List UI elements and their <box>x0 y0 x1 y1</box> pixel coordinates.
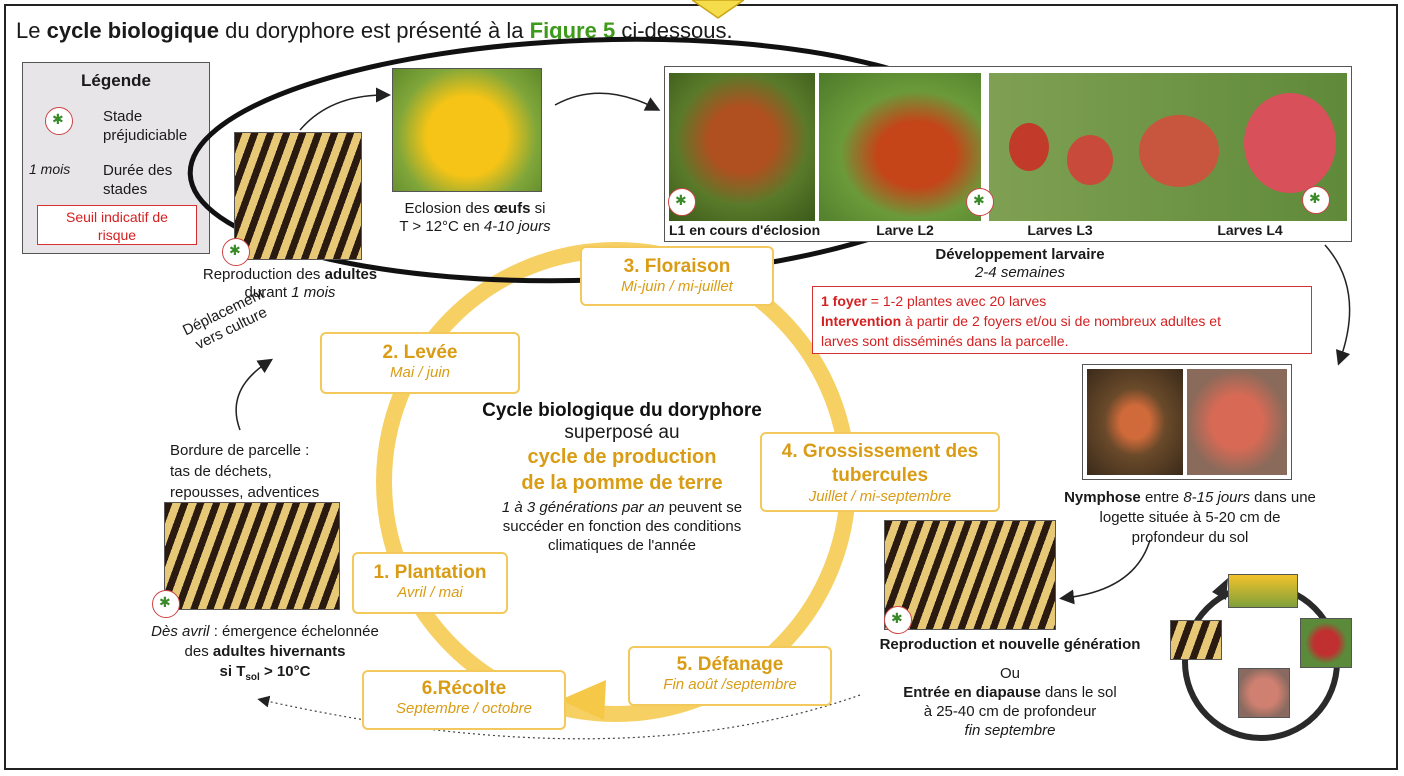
mini-photo-larvae <box>1300 618 1352 668</box>
caption-nymphose: Nymphose entre 8-15 jours dans une loget… <box>1064 489 1316 546</box>
caption-diapause: Ou Entrée en diapause dans le sol à 25-4… <box>903 665 1117 739</box>
cycle-center-text: Cycle biologique du doryphore superposé … <box>482 400 762 554</box>
pointer-arrow-icon <box>692 0 744 19</box>
caption-bordure: Bordure de parcelle :tas de déchets,repo… <box>170 442 320 501</box>
caption-l1: L1 en cours d'éclosion <box>669 222 821 238</box>
plant-badge-icon <box>1302 186 1330 214</box>
plant-badge-icon <box>45 107 73 135</box>
photo-l3-l4 <box>989 73 1347 221</box>
risk-box: 1 foyer = 1-2 plantes avec 20 larves Int… <box>812 286 1312 354</box>
arrow-eggs-to-larvae <box>554 92 661 111</box>
mini-photo-adult <box>1170 620 1222 660</box>
arrow-diapause-to-spring <box>257 694 861 740</box>
caption-adult-repro: Reproduction des adultes durant 1 mois <box>202 266 378 301</box>
caption-eclosion: Eclosion des œufs si T > 12°C en 4-10 jo… <box>399 200 551 235</box>
caption-avril: Dès avril : émergence échelonnée des adu… <box>151 623 379 683</box>
caption-repro-new: Reproduction et nouvelle génération <box>879 636 1141 653</box>
photo-overwintering-adult <box>164 502 340 610</box>
plant-badge-icon <box>668 188 696 216</box>
photo-adult-mating <box>234 132 362 260</box>
arrow-adult-to-eggs <box>299 87 391 131</box>
plant-badge-icon <box>966 188 994 216</box>
ring-arrowhead-icon <box>560 680 606 720</box>
arrow-nymph-to-repro <box>1059 539 1151 605</box>
photo-l2 <box>819 73 981 221</box>
caption-l3: Larves L3 <box>1027 222 1093 238</box>
mini-photo-nymph <box>1238 668 1290 718</box>
plant-badge-icon <box>152 590 180 618</box>
caption-l4: Larves L4 <box>1217 222 1283 238</box>
arrow-move-to-crop <box>235 358 274 431</box>
photo-eggs <box>392 68 542 192</box>
plant-badge-icon <box>884 606 912 634</box>
mini-photo-eggs <box>1228 574 1298 608</box>
photo-nymph <box>1082 364 1292 480</box>
caption-l2: Larve L2 <box>876 222 934 238</box>
legend-title: Légende <box>81 71 151 90</box>
arrow-larvae-to-nymph <box>1324 244 1351 366</box>
legend-mois: 1 mois <box>29 161 71 177</box>
photo-new-generation <box>884 520 1056 630</box>
plant-badge-icon <box>222 238 250 266</box>
larvae-strip: L1 en cours d'éclosion Larve L2 Larves L… <box>664 66 1352 242</box>
mini-cycle-arrow-icon <box>1212 578 1228 600</box>
